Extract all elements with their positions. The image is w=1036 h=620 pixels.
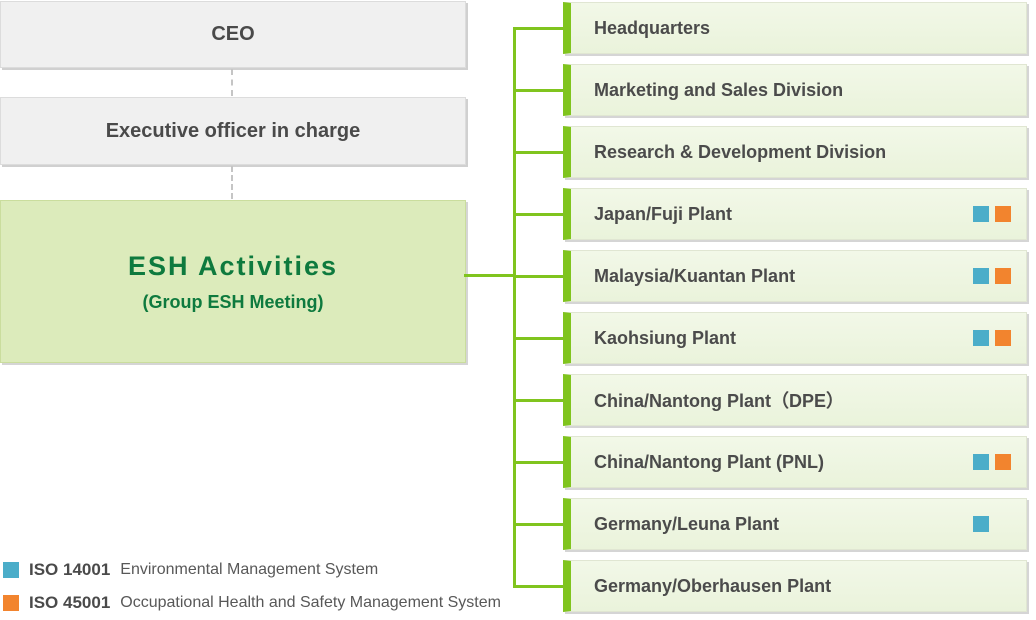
iso14001-badge-icon <box>973 330 989 346</box>
tree-branch-line <box>516 523 563 526</box>
org-unit-label: China/Nantong Plant (PNL) <box>594 451 824 472</box>
legend-description: Occupational Health and Safety Managemen… <box>120 594 501 611</box>
legend-item: ISO 45001 Occupational Health and Safety … <box>3 593 501 613</box>
ceo-label: CEO <box>211 23 255 45</box>
legend-item: ISO 14001 Environmental Management System <box>3 560 378 580</box>
iso45001-swatch-icon <box>3 595 19 611</box>
iso45001-badge-icon <box>995 330 1011 346</box>
iso14001-badge-icon <box>973 268 989 284</box>
tree-branch-line <box>516 275 563 278</box>
org-unit-row: Germany/Oberhausen Plant <box>563 560 1027 612</box>
tree-branch-line <box>516 151 563 154</box>
org-unit-row: China/Nantong Plant (PNL) <box>563 436 1027 488</box>
ceo-box: CEO <box>0 1 466 68</box>
esh-to-tree-connector <box>464 274 514 277</box>
org-unit-row: China/Nantong Plant（DPE） <box>563 374 1027 426</box>
legend-code: ISO 45001 <box>29 593 111 612</box>
iso45001-badge-icon <box>995 454 1011 470</box>
esh-activities-subtitle: (Group ESH Meeting) <box>142 291 324 312</box>
org-unit-label: Germany/Leuna Plant <box>594 513 780 534</box>
tree-trunk-line <box>513 27 516 588</box>
esh-activities-box: ESH Activities (Group ESH Meeting) <box>0 200 466 363</box>
tree-branch-line <box>516 461 563 464</box>
org-unit-row: Germany/Leuna Plant <box>563 498 1027 550</box>
org-unit-label: China/Nantong Plant（DPE） <box>594 391 845 411</box>
org-unit-row: Headquarters <box>563 2 1027 54</box>
org-unit-row: Research & Development Division <box>563 126 1027 178</box>
org-unit-row: Malaysia/Kuantan Plant <box>563 250 1027 302</box>
iso14001-badge-icon <box>973 454 989 470</box>
iso14001-badge-icon <box>973 516 989 532</box>
tree-branch-line <box>516 89 563 92</box>
executive-to-esh-dashed-connector <box>231 166 233 199</box>
iso14001-badge-icon <box>973 206 989 222</box>
org-unit-label: Research & Development Division <box>594 141 887 162</box>
tree-branch-line <box>516 213 563 216</box>
certification-badges <box>973 454 1011 470</box>
certification-badges <box>973 330 1011 346</box>
executive-officer-box: Executive officer in charge <box>0 97 466 165</box>
org-unit-row: Japan/Fuji Plant <box>563 188 1027 240</box>
iso45001-badge-icon <box>995 206 1011 222</box>
executive-officer-label: Executive officer in charge <box>105 119 361 142</box>
tree-branch-line <box>516 337 563 340</box>
org-unit-label: Japan/Fuji Plant <box>594 203 733 224</box>
org-unit-row: Kaohsiung Plant <box>563 312 1027 364</box>
tree-branch-line <box>516 27 563 30</box>
certification-badges <box>973 268 1011 284</box>
org-unit-label: Kaohsiung Plant <box>594 327 737 348</box>
esh-activities-title: ESH Activities <box>127 250 339 281</box>
org-unit-label: Headquarters <box>594 17 711 38</box>
legend-code: ISO 14001 <box>29 560 111 579</box>
tree-branch-line <box>516 399 563 402</box>
iso14001-swatch-icon <box>3 562 19 578</box>
ceo-to-executive-dashed-connector <box>231 69 233 96</box>
certification-badges <box>973 516 989 532</box>
org-unit-row: Marketing and Sales Division <box>563 64 1027 116</box>
org-unit-label: Marketing and Sales Division <box>594 79 844 100</box>
legend-description: Environmental Management System <box>120 561 379 578</box>
certification-badges <box>973 206 1011 222</box>
tree-branch-line <box>516 585 563 588</box>
iso45001-badge-icon <box>995 268 1011 284</box>
org-unit-label: Malaysia/Kuantan Plant <box>594 265 796 286</box>
org-unit-label: Germany/Oberhausen Plant <box>594 575 832 596</box>
